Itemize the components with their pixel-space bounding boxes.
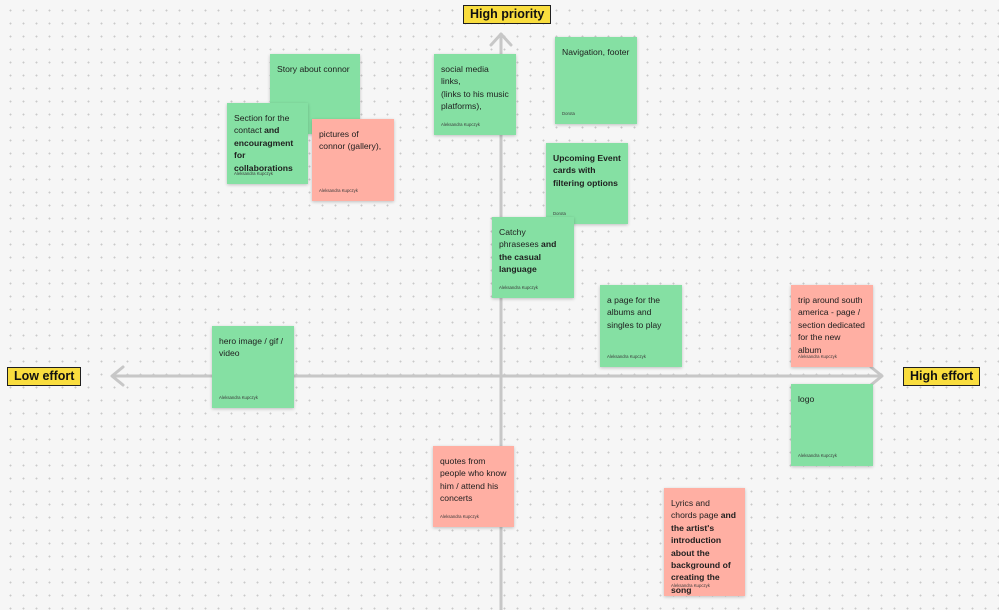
sticky-note-gallery[interactable]: pictures of connor (gallery), Aleksandra … (312, 119, 394, 201)
sticky-note-social-media[interactable]: social media links, (links to his music … (434, 54, 516, 135)
sticky-note-lyrics[interactable]: Lyrics and chords page and the artist's … (664, 488, 745, 596)
sticky-note-author: Aleksandra Kupczyk (441, 122, 480, 127)
sticky-note-plain-text: Section for the contact (234, 113, 290, 136)
sticky-note-bold-text: and the artist's introduction about the … (671, 510, 736, 595)
sticky-note-phrases[interactable]: Catchy phraseses and the casual language… (492, 217, 574, 298)
sticky-note-plain-text: hero image / gif / video (219, 336, 284, 359)
high-priority-label[interactable]: High priority (463, 5, 552, 24)
sticky-note-bold-text: and the casual language (499, 239, 557, 275)
sticky-note-author: Aleksandra Kupczyk (671, 583, 710, 588)
sticky-note-text: Lyrics and chords page and the artist's … (671, 497, 738, 596)
sticky-note-bold-text: and encouragment for collaborations (234, 125, 294, 173)
sticky-note-quotes[interactable]: quotes from people who know him / attend… (433, 446, 514, 527)
sticky-note-author: Aleksandra Kupczyk (219, 395, 258, 400)
sticky-note-text: trip around south america - page / secti… (798, 294, 866, 356)
low-effort-label[interactable]: Low effort (7, 367, 82, 386)
sticky-note-author: Dorota (562, 111, 575, 116)
sticky-note-plain-text: a page for the albums and singles to pla… (607, 295, 662, 330)
sticky-note-contact[interactable]: Section for the contact and encouragment… (227, 103, 308, 184)
sticky-note-text: social media links, (links to his music … (441, 63, 509, 113)
high-effort-label[interactable]: High effort (903, 367, 981, 386)
vertical-axis-arrowhead (489, 32, 513, 47)
sticky-note-events[interactable]: Upcoming Event cards with filtering opti… (546, 143, 628, 224)
sticky-note-plain-text: trip around south america - page / secti… (798, 295, 865, 355)
sticky-note-author: Dorota (553, 211, 566, 216)
sticky-note-text: Section for the contact and encouragment… (234, 112, 301, 174)
sticky-note-author: Aleksandra Kupczyk (319, 188, 358, 193)
sticky-note-trip[interactable]: trip around south america - page / secti… (791, 285, 873, 367)
sticky-note-text: Story about connor (277, 63, 353, 75)
sticky-note-plain-text: Catchy phraseses (499, 227, 542, 250)
sticky-note-plain-text: pictures of connor (gallery), (319, 129, 382, 152)
sticky-note-text: Navigation, footer (562, 46, 630, 58)
sticky-note-author: Aleksandra Kupczyk (607, 354, 646, 359)
sticky-note-plain-text: Story about connor (277, 64, 350, 74)
sticky-note-text: quotes from people who know him / attend… (440, 455, 507, 505)
sticky-note-bold-text: Upcoming Event cards with filtering opti… (553, 153, 621, 188)
sticky-note-text: logo (798, 393, 866, 405)
sticky-note-plain-text: quotes from people who know him / attend… (440, 456, 507, 504)
sticky-note-author: Aleksandra Kupczyk (499, 285, 538, 290)
sticky-note-text: Upcoming Event cards with filtering opti… (553, 152, 621, 189)
sticky-note-albums[interactable]: a page for the albums and singles to pla… (600, 285, 682, 367)
sticky-note-text: hero image / gif / video (219, 335, 287, 360)
sticky-note-text: Catchy phraseses and the casual language (499, 226, 567, 276)
sticky-note-text: a page for the albums and singles to pla… (607, 294, 675, 331)
sticky-note-plain-text: social media links, (links to his music … (441, 64, 509, 112)
horizontal-axis-left-arrowhead (110, 365, 125, 387)
sticky-note-plain-text: Navigation, footer (562, 47, 630, 57)
sticky-note-author: Aleksandra Kupczyk (440, 514, 479, 519)
sticky-note-author: Aleksandra Kupczyk (798, 453, 837, 458)
sticky-note-plain-text: logo (798, 394, 815, 404)
sticky-note-text: pictures of connor (gallery), (319, 128, 387, 153)
sticky-note-author: Aleksandra Kupczyk (798, 354, 837, 359)
sticky-note-plain-text: Lyrics and chords page (671, 498, 721, 521)
horizontal-axis-right-arrowhead (869, 365, 884, 387)
sticky-note-author: Aleksandra Kupczyk (234, 171, 273, 176)
